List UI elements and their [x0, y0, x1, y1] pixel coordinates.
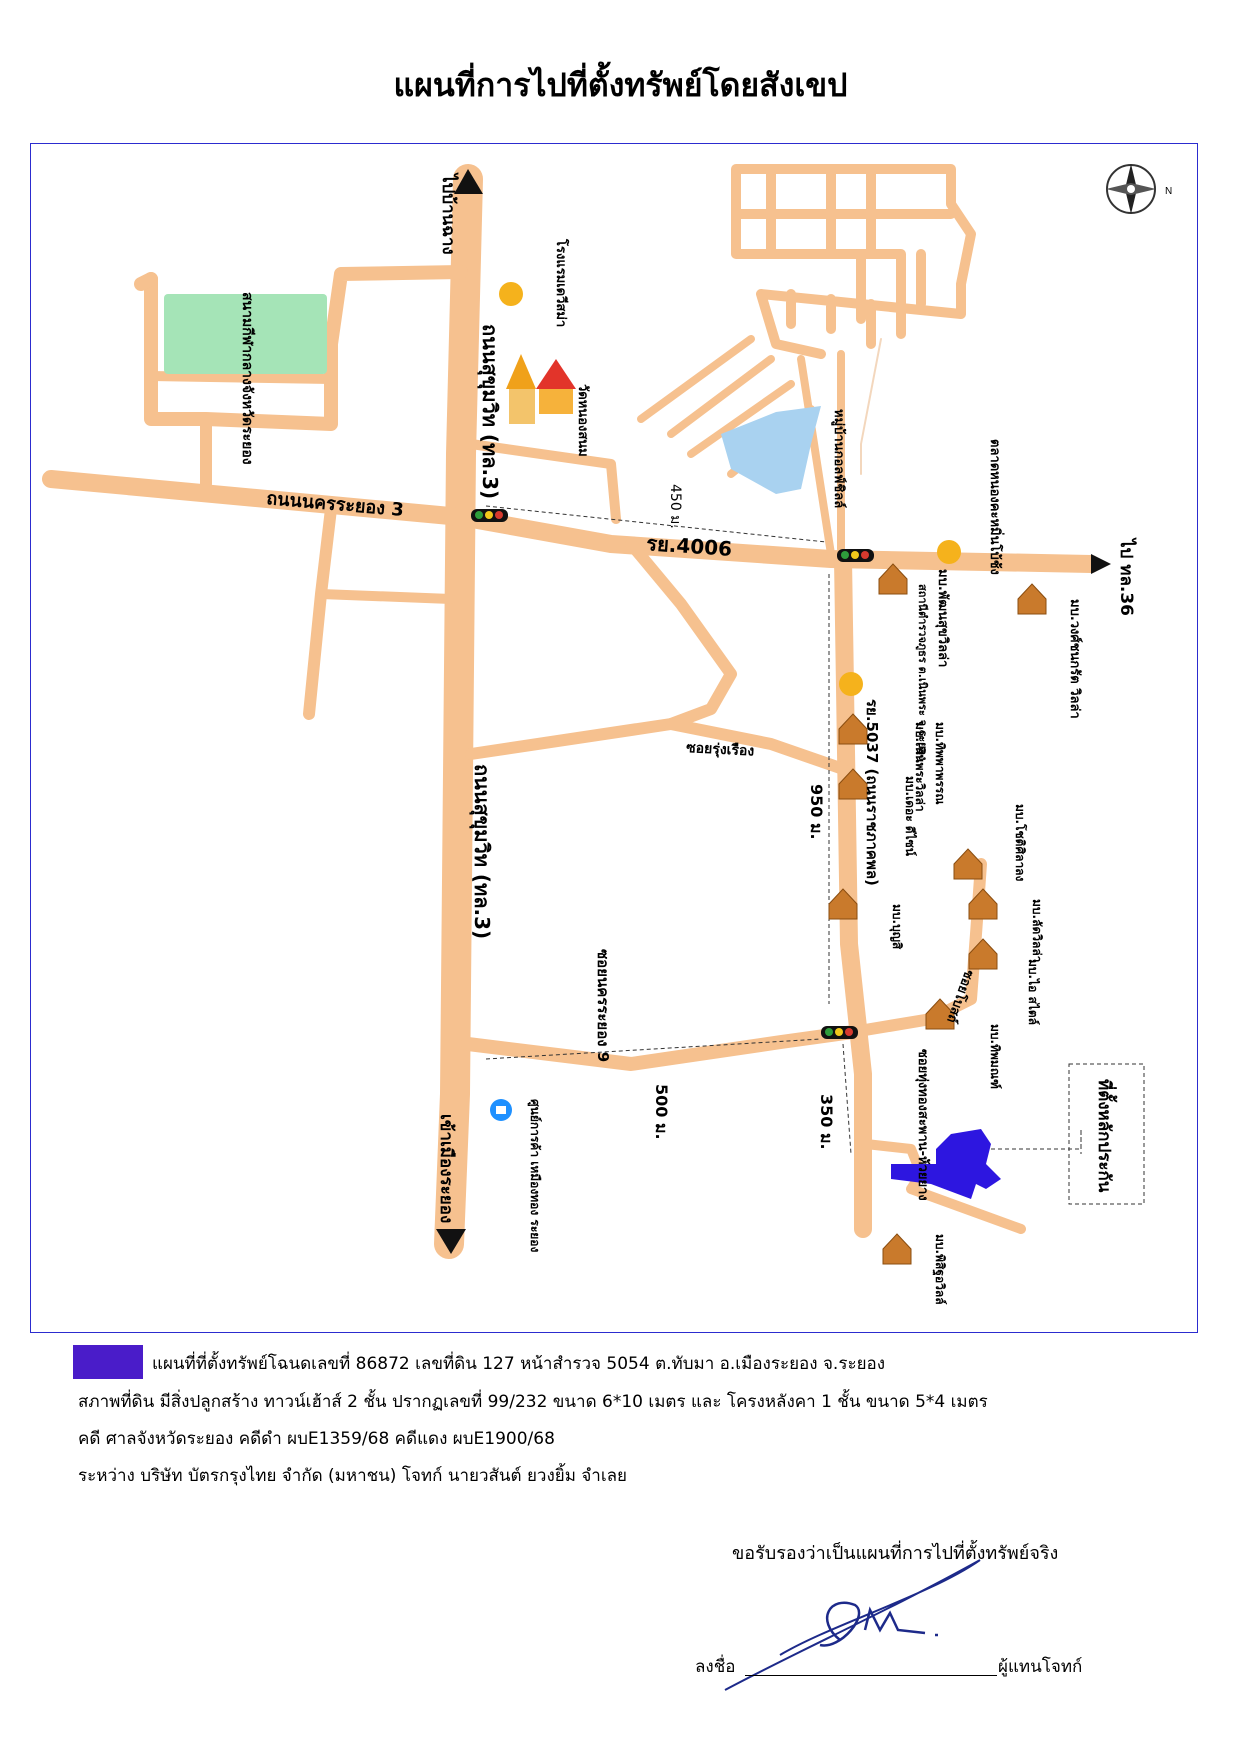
label-soi-lower-right: ซอยทุ่งทองสะพาน-ห้วยยาง — [915, 1049, 931, 1201]
arrow-north-icon — [454, 169, 483, 194]
compass-icon — [1106, 164, 1156, 214]
property-plot — [891, 1129, 1001, 1199]
label-sukhumvit-upper: ถนนสุขุมวิท (ทล.3) — [477, 324, 502, 499]
label-vill-3: มบ.ทิพพาพรรณ — [933, 722, 947, 805]
road-soi-nakhon-rayong-9 — [461, 1025, 860, 1071]
bank-pin-icon — [490, 1099, 512, 1121]
signature-image — [724, 1559, 981, 1691]
arrow-east-icon — [1091, 554, 1111, 574]
label-soi-rung-rueang: ซอยรุ่งเรือง — [686, 740, 755, 760]
label-distance-500: 500 ม. — [652, 1084, 671, 1140]
traffic-light-icon — [471, 509, 508, 522]
label-vill-4: มบ.เนินพระวิลล่า — [913, 722, 927, 812]
road-stadium-left — [134, 272, 158, 291]
road-left-link — [316, 589, 456, 604]
road-nakhon-rayong-3 — [42, 470, 1100, 573]
certification-text: ขอรับรองว่าเป็นแผนที่การไปที่ตั้งทรัพย์จ… — [732, 1543, 1059, 1564]
legend-line-2: สภาพที่ดิน มีสิ่งปลูกสร้าง ทาวน์เฮ้าส์ 2… — [78, 1392, 988, 1412]
traffic-light-icon — [837, 549, 874, 562]
map-canvas: N ถนนสุขุมวิท (ทล.3) ถนนสุขุมวิท (ทล.3) … — [42, 164, 1172, 1305]
temple-icon — [506, 354, 576, 424]
label-stadium: สนามกีฬากลางจังหวัดระยอง — [239, 292, 255, 465]
hotel-dot-icon — [499, 282, 523, 306]
road-soi-rung-rueang-east — [665, 718, 849, 775]
road-stadium-inner — [146, 371, 336, 384]
label-vill-11: มบ.พิสิฐอวิลล์ — [932, 1234, 947, 1305]
label-temple: วัดหนองสนม — [575, 384, 590, 457]
village-lake — [721, 406, 821, 494]
label-market: ตลาดหนองคะหมิ่นโบ้ช้ง — [987, 439, 1005, 575]
compass-label: N — [1165, 186, 1172, 197]
legend-line-4: ระหว่าง บริษัท บัตรกรุงไทย จำกัด (มหาชน)… — [78, 1466, 628, 1486]
legend-line-1: แผนที่ที่ตั้งทรัพย์โฉนดเลขที่ 86872 เลขท… — [152, 1354, 886, 1374]
market-dot-icon — [937, 540, 961, 564]
label-village-lake: หมู่บ้านกอลฟ์ชิลล์ — [831, 409, 847, 508]
road-ry5037 — [834, 550, 872, 1238]
signature-label: ลงชื่อ — [695, 1657, 736, 1677]
arrow-south-icon — [436, 1229, 466, 1254]
label-property: ที่ตั้งหลักประกัน — [1094, 1079, 1118, 1193]
label-vill-6: มบ.บุญสิ — [889, 904, 904, 950]
property-pointer — [991, 1129, 1082, 1154]
road-soi-rung-rueang — [465, 538, 737, 760]
distance-line-450 — [485, 505, 827, 543]
label-distance-950: 950 ม. — [807, 784, 826, 840]
label-hotel: โรงแรมเดวีสม่า — [553, 238, 570, 327]
label-distance-350: 350 ม. — [817, 1094, 836, 1150]
label-to-ban-chang: ไปบ้านฉาง — [438, 172, 459, 255]
map-frame: N ถนนสุขุมวิท (ทล.3) ถนนสุขุมวิท (ทล.3) … — [30, 143, 1198, 1333]
road-left-branch — [303, 503, 337, 720]
label-ry4006: รย.4006 — [646, 531, 733, 561]
label-to-tl36: ไป ทล.36 — [1116, 537, 1137, 616]
road-village-east — [860, 338, 882, 475]
label-vill-8: มบ.ลัดวิลล่า — [1030, 899, 1044, 962]
label-to-city: เข้าเมืองระยอง — [436, 1114, 457, 1223]
village-house-icons — [828, 563, 1047, 1265]
label-vill-5: มบ.เดอะ ดีไซน์ — [903, 776, 918, 857]
traffic-light-icon — [821, 1026, 858, 1039]
label-soi-nakhon-rayong-9: ซอยนครระยอง 9 — [594, 949, 612, 1062]
signer-role: ผู้แทนโจทก์ — [998, 1657, 1083, 1677]
label-ry5037: รย.5037 (ถนนราชภาคพล) — [863, 699, 881, 886]
label-sukhumvit-lower: ถนนสุขุมวิท (ทล.3) — [469, 764, 494, 939]
label-vill-1: มบ.พัฒนสุขวิลล่า — [935, 569, 950, 667]
property-label-box — [1068, 1063, 1145, 1205]
signature-line — [745, 1675, 997, 1676]
label-vill-7: มบ.โชติศิลาลง — [1013, 804, 1028, 882]
label-police: สถานีตำรวจภูธร ต.เนินพระ จ.ระยอง — [915, 584, 929, 761]
distance-line-350 — [842, 1043, 852, 1155]
legend-swatch — [73, 1345, 143, 1379]
page-title: แผนที่การไปที่ตั้งทรัพย์โดยสังเขป — [393, 66, 848, 104]
road-temple — [466, 439, 621, 524]
road-village-grid — [731, 164, 976, 359]
label-distance-450: 450 ม. — [667, 484, 683, 529]
label-vill-2: มบ.วงศ์ชนกรัต วิลล่า — [1067, 599, 1083, 719]
road-sukhumvit — [434, 164, 483, 1259]
road-stadium-loop — [144, 265, 468, 431]
legend-line-3: คดี ศาลจังหวัดระยอง คดีดำ ผบE1359/68 คดี… — [78, 1429, 555, 1449]
label-bank: ศูนย์การค้า เหมืองทอง ระยอง — [527, 1099, 542, 1253]
label-vill-9: มบ.ไอ สไตล์ — [1026, 959, 1041, 1025]
label-vill-10: มบ.ทิพมณฑ์ — [988, 1024, 1002, 1089]
police-dot-icon — [839, 672, 863, 696]
stadium-park — [164, 294, 327, 374]
